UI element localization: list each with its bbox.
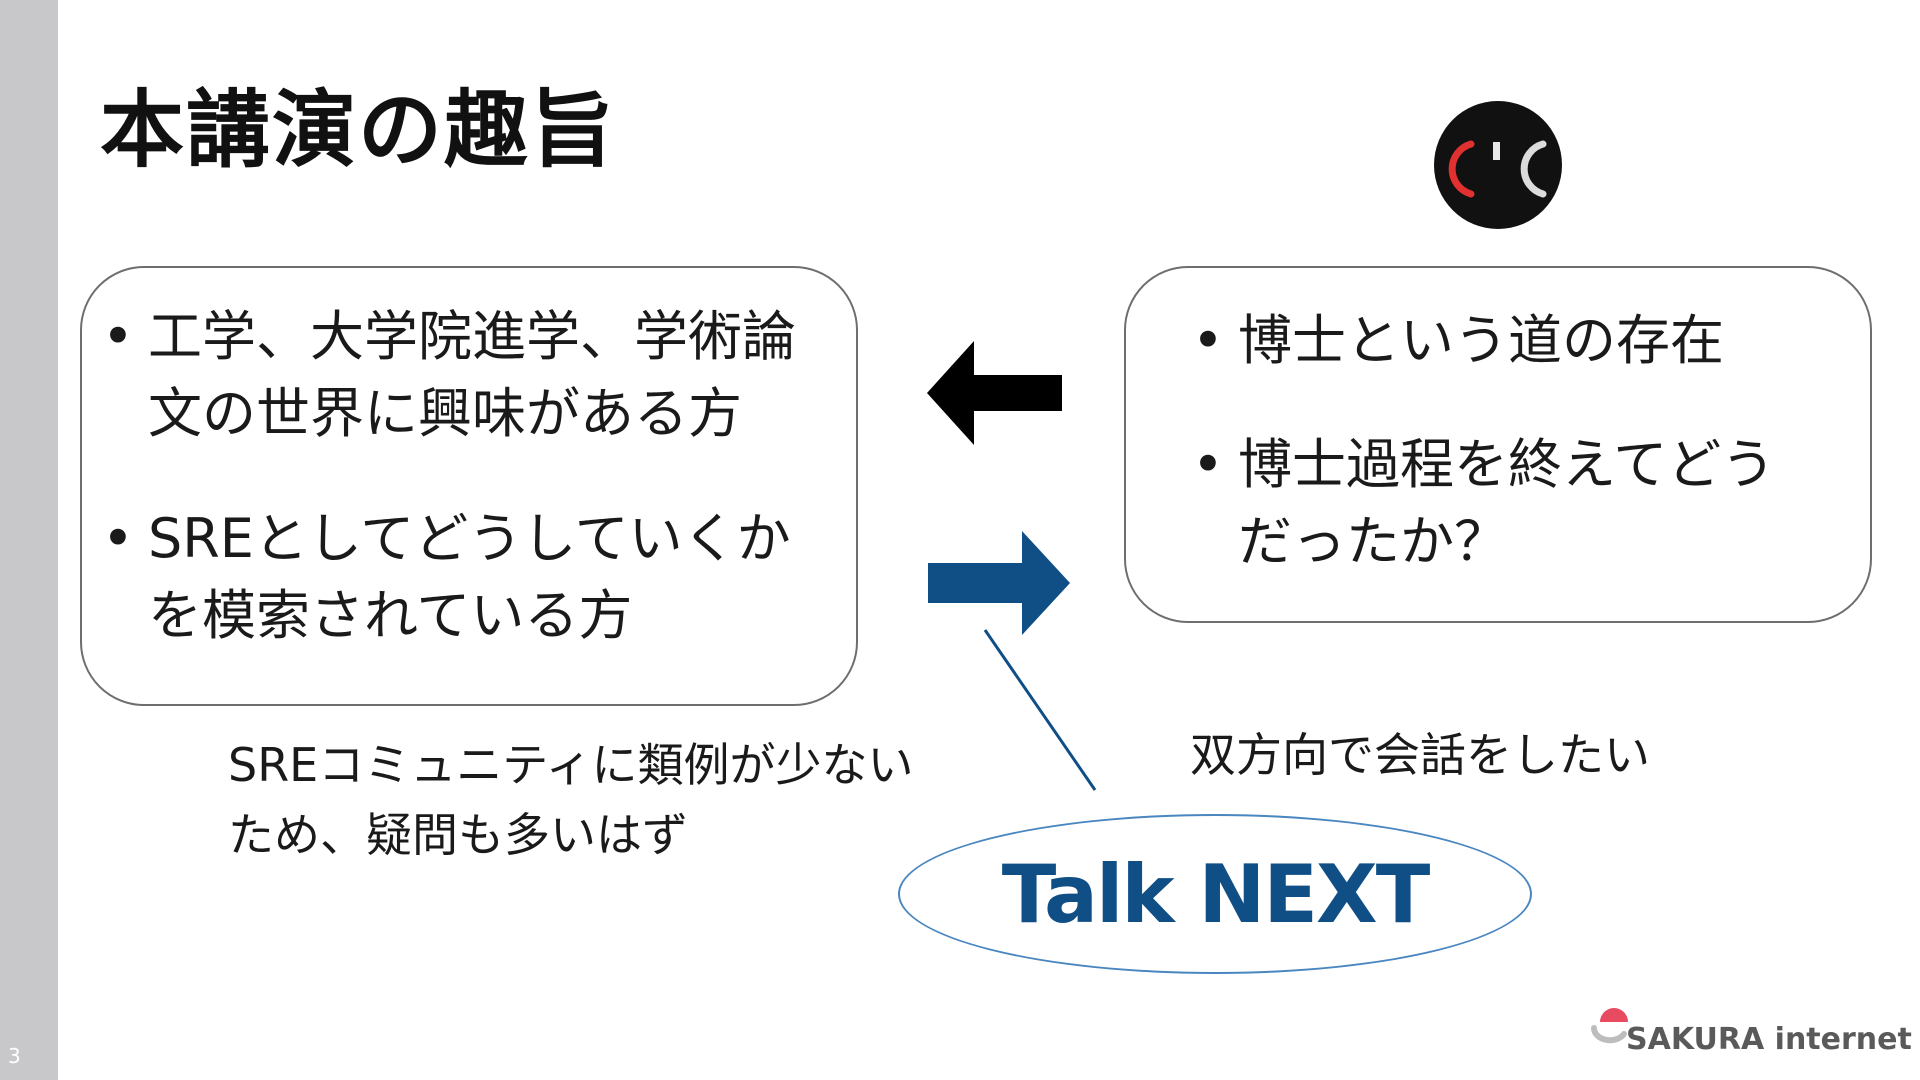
page-number: 3 (8, 1044, 21, 1068)
speaker-item-1: 博士という道の存在 (1192, 302, 1724, 379)
audience-item-2-line-2: を模索されている方 (148, 584, 633, 647)
note-right: 双方向で会話をしたい (1190, 728, 1650, 782)
page-title: 本講演の趣旨 (100, 81, 617, 179)
logo-text: SAKURA internet (1626, 1022, 1912, 1057)
audience-item-2: SREとしてどうしていくか を模索されている方 (102, 500, 791, 654)
side-bar: 3 (0, 0, 58, 1080)
talk-next-ellipse: Talk NEXT (898, 814, 1532, 974)
audience-item-1: 工学、大学院進学、学術論 文の世界に興味がある方 (102, 298, 796, 452)
note-left: SREコミュニティに類例が少ない ため、疑問も多いはず (228, 730, 913, 870)
emoticon-face-icon (1434, 101, 1562, 229)
note-left-line-1: SREコミュニティに類例が少ない (228, 738, 914, 792)
speaker-item-2: 博士過程を終えてどう だったか？ (1192, 426, 1775, 580)
connector-line (983, 629, 1097, 791)
arrow-right-icon (928, 531, 1070, 635)
arrow-left-icon (927, 341, 1062, 445)
speaker-item-2-line-1: 博士過程を終えてどう (1238, 433, 1776, 496)
talk-next-label: Talk NEXT (1001, 847, 1431, 941)
speaker-item-2-line-2: だったか？ (1238, 510, 1508, 573)
audience-item-1-line-1: 工学、大学院進学、学術論 (148, 305, 796, 368)
audience-item-1-line-2: 文の世界に興味がある方 (148, 382, 742, 445)
speaker-item-1-line-1: 博士という道の存在 (1238, 309, 1724, 372)
note-left-line-2: ため、疑問も多いはず (228, 808, 688, 862)
sakura-logo-icon (1590, 1008, 1628, 1044)
audience-item-2-line-1: SREとしてどうしていくか (148, 507, 791, 570)
